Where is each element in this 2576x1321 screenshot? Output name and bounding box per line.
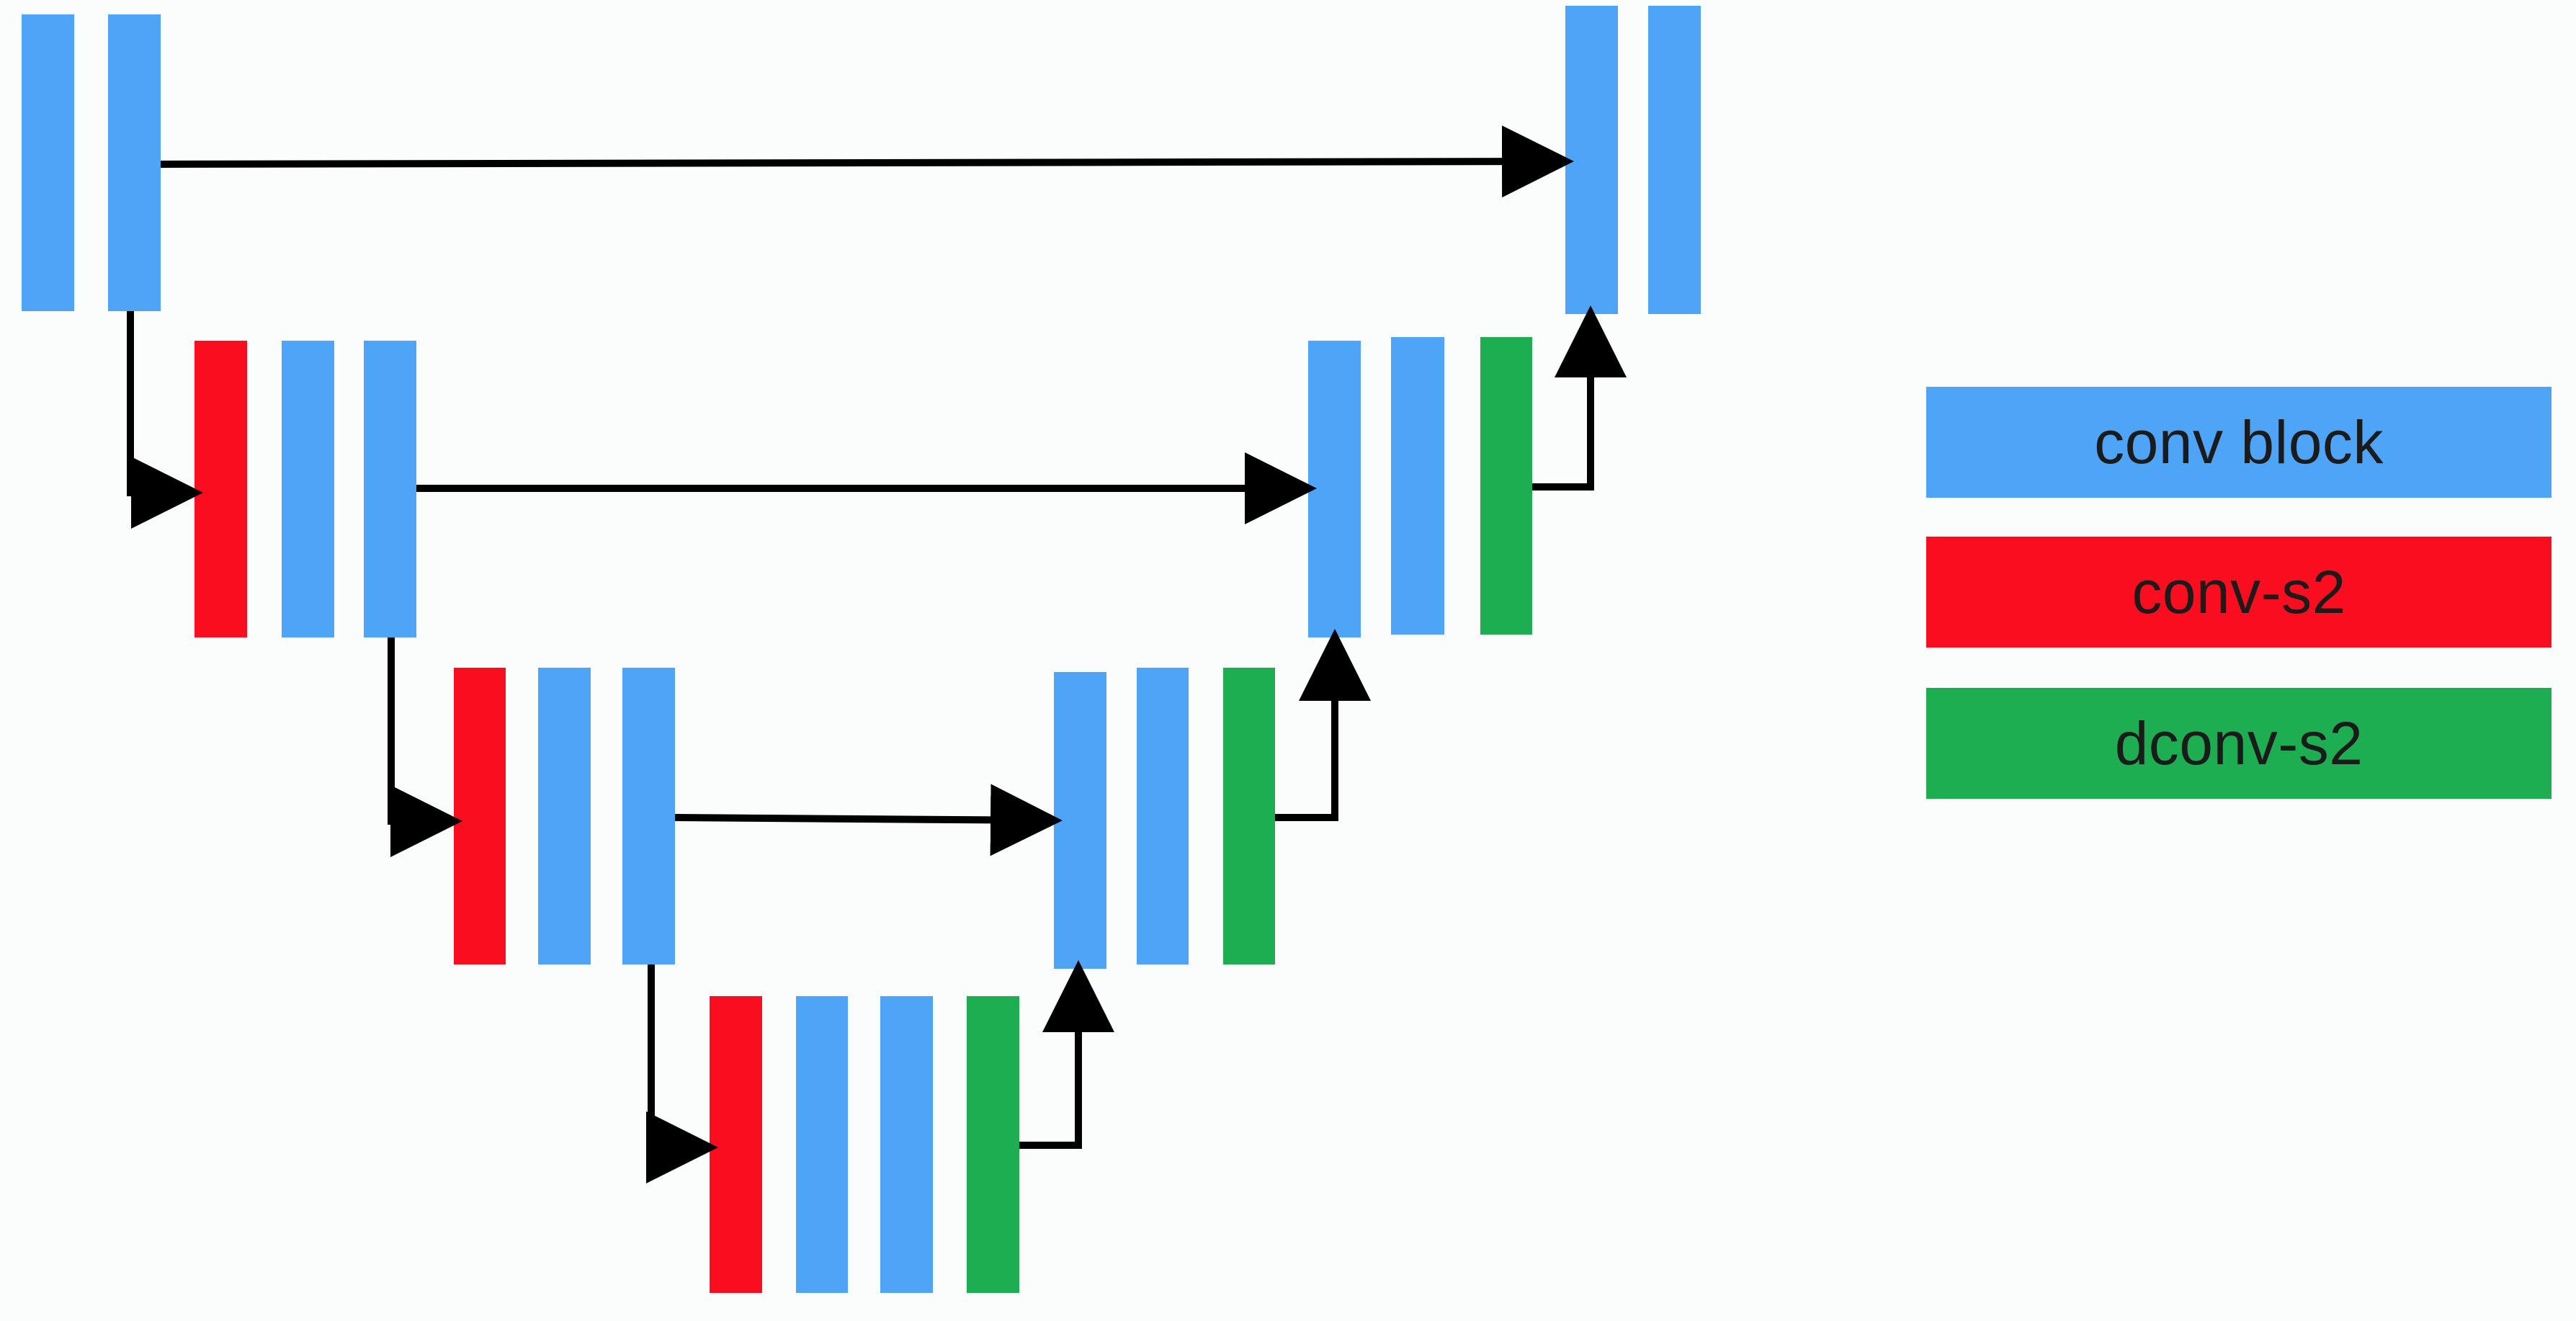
legend-label: dconv-s2: [2114, 709, 2363, 777]
conv-block: [796, 996, 848, 1293]
conv-block: [364, 341, 416, 637]
downsample-arrow: [127, 311, 203, 529]
arrows-group: [127, 125, 1627, 1183]
upsample-arrow: [1275, 629, 1371, 821]
legend-conv-s2: conv-s2: [1926, 537, 2552, 648]
downsample-arrow: [388, 637, 462, 857]
conv-block: [108, 14, 161, 311]
conv-block: [282, 341, 334, 637]
upsample-arrow: [1019, 960, 1114, 1149]
conv-s2-block: [454, 668, 506, 964]
conv-block: [1054, 672, 1106, 969]
legend-label: conv block: [2094, 408, 2384, 476]
conv-block: [622, 668, 675, 964]
upsample-arrow: [1532, 305, 1627, 491]
legend-dconv-s2: dconv-s2: [1926, 688, 2552, 799]
conv-block: [538, 668, 591, 964]
conv-block: [880, 996, 933, 1293]
downsample-arrow: [646, 964, 718, 1183]
conv-block: [1648, 6, 1701, 314]
dconv-s2-block: [967, 996, 1019, 1293]
conv-block: [1565, 6, 1618, 314]
conv-s2-block: [194, 341, 247, 637]
conv-block: [22, 14, 74, 311]
blocks-group: [22, 6, 1701, 1293]
skip-connection-arrow: [674, 784, 1063, 856]
conv-block: [1308, 341, 1361, 637]
legend-label: conv-s2: [2132, 557, 2346, 626]
conv-block: [1391, 337, 1444, 635]
conv-s2-block: [710, 996, 762, 1293]
legend-conv-block: conv block: [1926, 387, 2552, 498]
dconv-s2-block: [1223, 668, 1275, 964]
conv-block: [1137, 668, 1189, 964]
dconv-s2-block: [1480, 337, 1532, 635]
skip-connection-arrow: [160, 125, 1574, 198]
